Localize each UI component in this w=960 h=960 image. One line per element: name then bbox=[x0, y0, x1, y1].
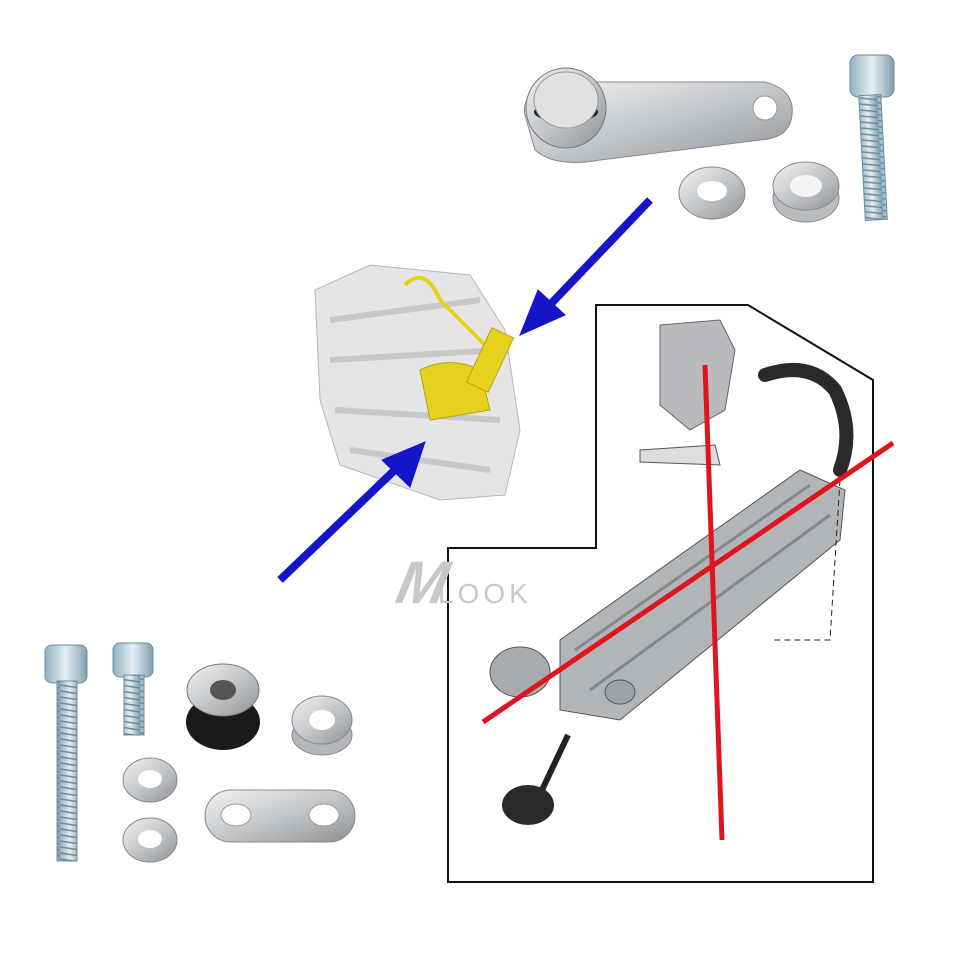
watermark-logo: MLOOK bbox=[391, 548, 532, 617]
bottom-washer-1 bbox=[122, 757, 178, 803]
removed-parts-frame bbox=[447, 304, 874, 883]
bottom-plate bbox=[204, 789, 356, 843]
engine-illustration bbox=[314, 264, 521, 501]
egr-hose bbox=[758, 363, 854, 477]
top-washer bbox=[678, 166, 746, 220]
bottom-washer-2 bbox=[122, 817, 178, 863]
vacuum-actuator bbox=[502, 733, 571, 825]
top-spacer bbox=[772, 161, 840, 223]
long-bolt bbox=[44, 644, 88, 862]
arrow-to-egr bbox=[519, 197, 653, 336]
leader-line bbox=[770, 479, 841, 641]
short-bolt bbox=[112, 642, 154, 736]
top-bolt bbox=[849, 54, 895, 222]
watermark-word: LOOK bbox=[437, 578, 532, 609]
cross-out-mark bbox=[481, 364, 895, 841]
egr-cooler bbox=[489, 469, 846, 721]
egr-valve bbox=[639, 319, 736, 466]
arrow-from-engine bbox=[277, 441, 426, 583]
plug-with-seals bbox=[186, 663, 260, 750]
bottom-spacer bbox=[291, 695, 353, 756]
top-blanking-plate bbox=[523, 67, 793, 163]
